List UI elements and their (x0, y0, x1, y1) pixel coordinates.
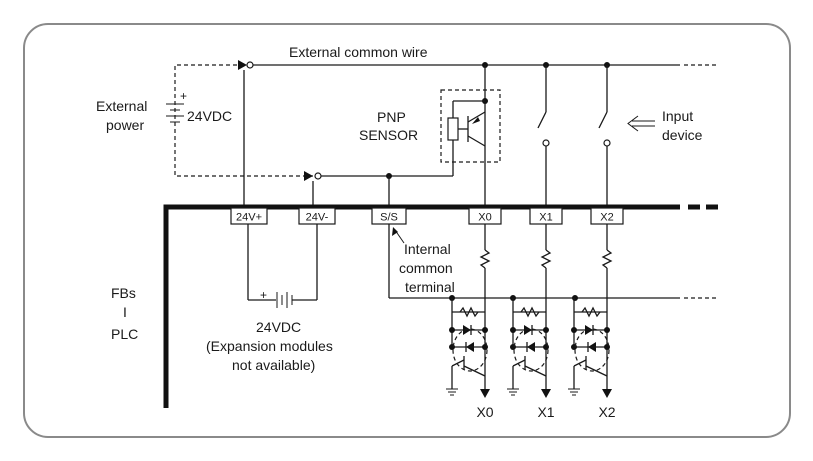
input-channel-x1 (507, 224, 552, 398)
output-label-x2: X2 (598, 404, 615, 420)
external-power-voltage: 24VDC (187, 108, 232, 124)
terminal-x1: X1 (529, 207, 563, 225)
internal-power-note-line1: (Expansion modules (206, 338, 333, 354)
terminal-ss: S/S (371, 207, 407, 225)
plc-boundary (163, 204, 680, 408)
terminal-24v-plus: 24V+ (230, 207, 268, 225)
terminal-x0: X0 (468, 207, 502, 225)
input-channel-x0 (446, 224, 491, 398)
internal-common-label-line3: terminal (405, 279, 455, 295)
terminal-x2: X2 (590, 207, 624, 225)
internal-common-wire (388, 224, 718, 301)
internal-common-label-line1: Internal (404, 241, 451, 257)
internal-power-source (247, 224, 318, 308)
terminal-label: 24V- (306, 212, 329, 224)
plc-label-line1: FBs (111, 285, 136, 301)
internal-power-note-line2: not available) (232, 357, 315, 373)
sensor-label-line1: PNP (377, 109, 406, 125)
plc-label-line2: I (123, 304, 127, 320)
external-power-plus: + (180, 89, 187, 103)
terminal-label: X0 (478, 212, 491, 224)
terminal-label: X1 (539, 212, 552, 224)
input-switch-x1 (537, 65, 550, 207)
external-common-wire (246, 61, 718, 69)
sensor-label-line2: SENSOR (359, 127, 418, 143)
internal-power-voltage: 24VDC (256, 319, 301, 335)
input-switch-x2 (598, 65, 611, 207)
input-device-label-line2: device (662, 127, 703, 143)
internal-power-plus: + (260, 288, 267, 302)
plc-label-line3: PLC (111, 326, 138, 342)
input-device-label-line1: Input (662, 108, 693, 124)
output-label-x0: X0 (476, 404, 493, 420)
pnp-sensor (440, 65, 501, 207)
diagram-frame (23, 23, 791, 438)
external-power-label-line2: power (106, 117, 144, 133)
external-power-label-line1: External (96, 98, 147, 114)
output-label-x1: X1 (537, 404, 554, 420)
input-device-arrow-icon (627, 115, 655, 132)
terminal-label: X2 (600, 212, 613, 224)
sensor-supply-wire (304, 150, 454, 207)
input-channel-x2 (568, 224, 613, 398)
external-common-wire-label: External common wire (289, 44, 428, 60)
terminal-24v-minus: 24V- (298, 207, 336, 225)
terminal-label: 24V+ (236, 212, 262, 224)
internal-common-label-line2: common (399, 260, 453, 276)
terminal-label: S/S (380, 212, 398, 224)
